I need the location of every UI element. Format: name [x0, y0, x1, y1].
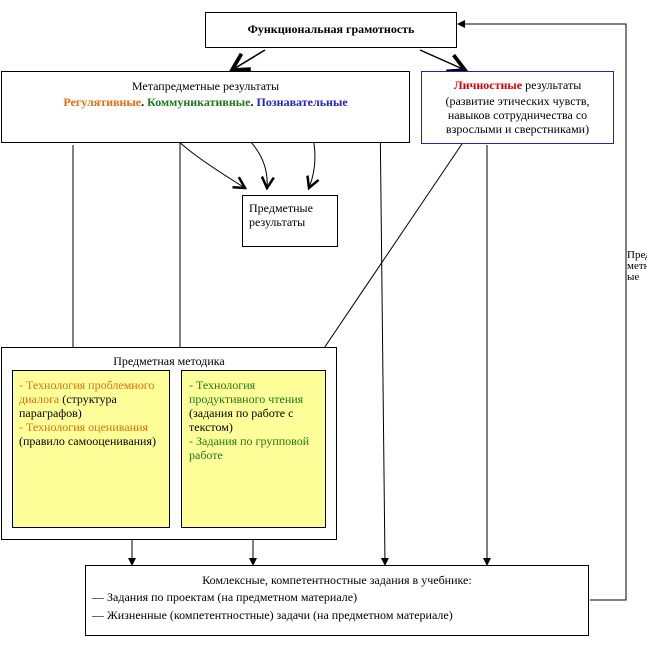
- methodology-title: Предметная методика: [113, 354, 225, 368]
- personal-results-title: Личностные результаты: [453, 78, 582, 92]
- complex-tasks-title: Комлексные, компетентностные задания в у…: [202, 573, 472, 587]
- meta-results-title: Метапредметные результаты: [131, 79, 280, 93]
- functional-literacy-title: Функциональная грамотность: [247, 22, 415, 36]
- complex-tasks-box: Комлексные, компетентностные задания в у…: [85, 565, 589, 636]
- methodology-left-box: - Технология проблемного диалога (структ…: [12, 370, 170, 528]
- communicative-label: Коммуникативные: [147, 95, 251, 109]
- side-label: Предметные: [627, 249, 647, 283]
- feedback-loop: [457, 20, 627, 601]
- complex-task-item-1: — Задания по проектам (на предметном мат…: [92, 590, 358, 604]
- functional-literacy-box: Функциональная грамотность: [205, 12, 457, 48]
- arrow-meta-to-complex: [379, 107, 389, 566]
- arrow-top-to-personal: [419, 49, 465, 70]
- regulative-label: Регулятивные: [63, 95, 142, 109]
- personal-results-text: (развитие этических чувств, навыков сотр…: [445, 94, 590, 136]
- subject-results-text: Предметные результаты: [249, 201, 313, 229]
- methodology-right-box: - Технология продуктивного чтения (задан…: [181, 370, 326, 528]
- cognitive-label: Познавательные: [256, 95, 348, 109]
- meta-results-box: Метапредметные результаты Регулятивные. …: [1, 71, 410, 143]
- personal-results-box: Личностные результаты (развитие этически…: [421, 71, 614, 144]
- meta-results-kinds: Регулятивные. Коммуникативные. Познавате…: [63, 95, 348, 109]
- complex-task-item-2: — Жизненные (компетентностные) задачи (н…: [92, 608, 453, 622]
- methodology-right-text: - Технология продуктивного чтения (задан…: [189, 378, 310, 462]
- arrow-top-to-meta: [232, 49, 266, 70]
- subject-results-box: Предметные результаты: [242, 195, 338, 247]
- methodology-left-text: - Технология проблемного диалога (структ…: [19, 378, 156, 448]
